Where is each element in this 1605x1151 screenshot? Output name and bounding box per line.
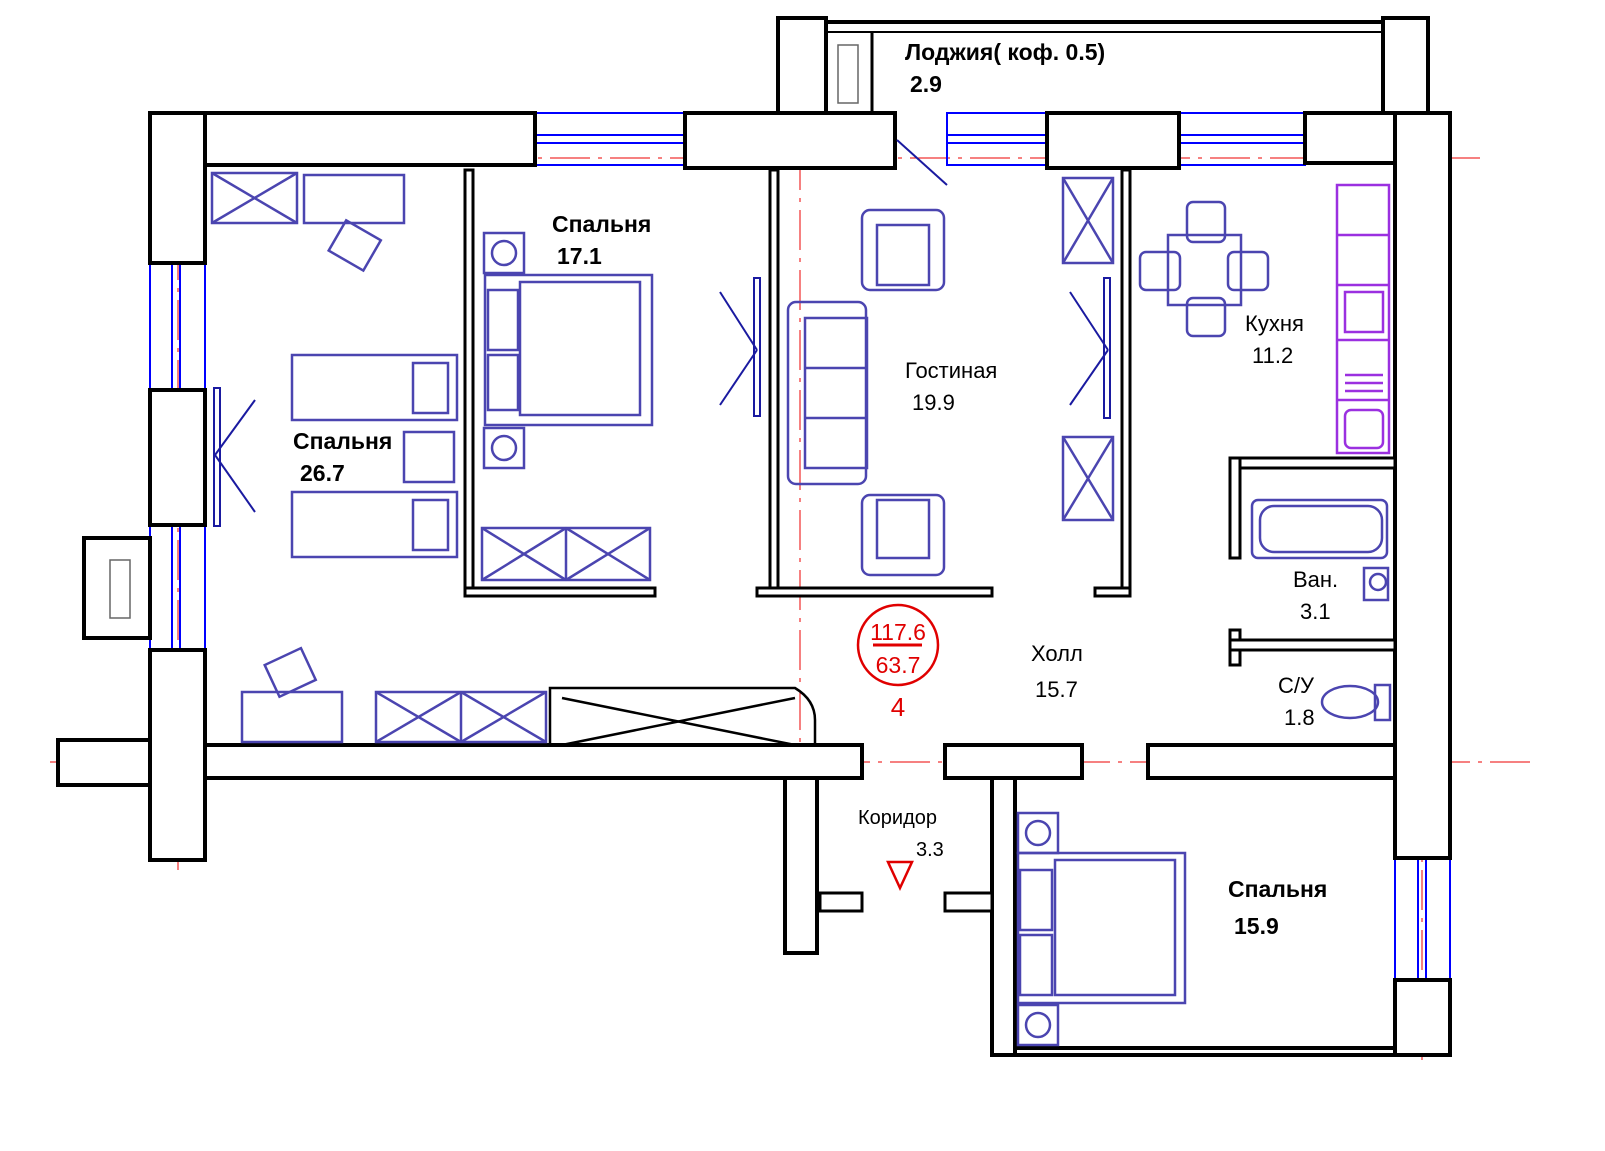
kitchen-name: Кухня bbox=[1245, 311, 1304, 336]
total-area: 117.6 bbox=[870, 619, 926, 645]
corridor-area: 3.3 bbox=[916, 839, 944, 861]
doors bbox=[213, 139, 1111, 527]
living-area: 19.9 bbox=[912, 390, 955, 415]
wc-area: 1.8 bbox=[1284, 705, 1315, 730]
hall-name: Холл bbox=[1031, 641, 1083, 666]
living-area-total: 63.7 bbox=[876, 652, 921, 678]
radiators bbox=[109, 44, 859, 619]
apartment-summary: 117.6 63.7 4 bbox=[856, 603, 940, 891]
windows bbox=[149, 112, 1451, 981]
furniture bbox=[210, 171, 1392, 1047]
kitchen-area: 11.2 bbox=[1252, 343, 1293, 368]
bedroom-bottom-area: 15.9 bbox=[1234, 913, 1279, 939]
bath-area: 3.1 bbox=[1300, 599, 1331, 624]
bedroom-bottom-name: Спальня bbox=[1228, 876, 1327, 902]
room-labels: Лоджия( коф. 0.5) 2.9 Спальня 17.1 Спаль… bbox=[293, 39, 1338, 939]
bedroom-left-area: 26.7 bbox=[300, 460, 345, 486]
bath-name: Ван. bbox=[1293, 567, 1338, 592]
loggia-area: 2.9 bbox=[910, 71, 942, 97]
bedroom-top-area: 17.1 bbox=[557, 243, 602, 269]
loggia-name: Лоджия( коф. 0.5) bbox=[905, 39, 1105, 65]
hall-area: 15.7 bbox=[1035, 677, 1078, 702]
corridor-name: Коридор bbox=[858, 807, 937, 829]
living-name: Гостиная bbox=[905, 358, 997, 383]
bedroom-left-name: Спальня bbox=[293, 428, 392, 454]
bedroom-top-name: Спальня bbox=[552, 211, 651, 237]
kitchen-unit bbox=[1335, 183, 1391, 455]
walls bbox=[56, 16, 1452, 1057]
wc-name: С/У bbox=[1278, 673, 1315, 698]
apartment-number: 4 bbox=[891, 692, 905, 722]
entrance-triangle-icon bbox=[886, 860, 914, 891]
